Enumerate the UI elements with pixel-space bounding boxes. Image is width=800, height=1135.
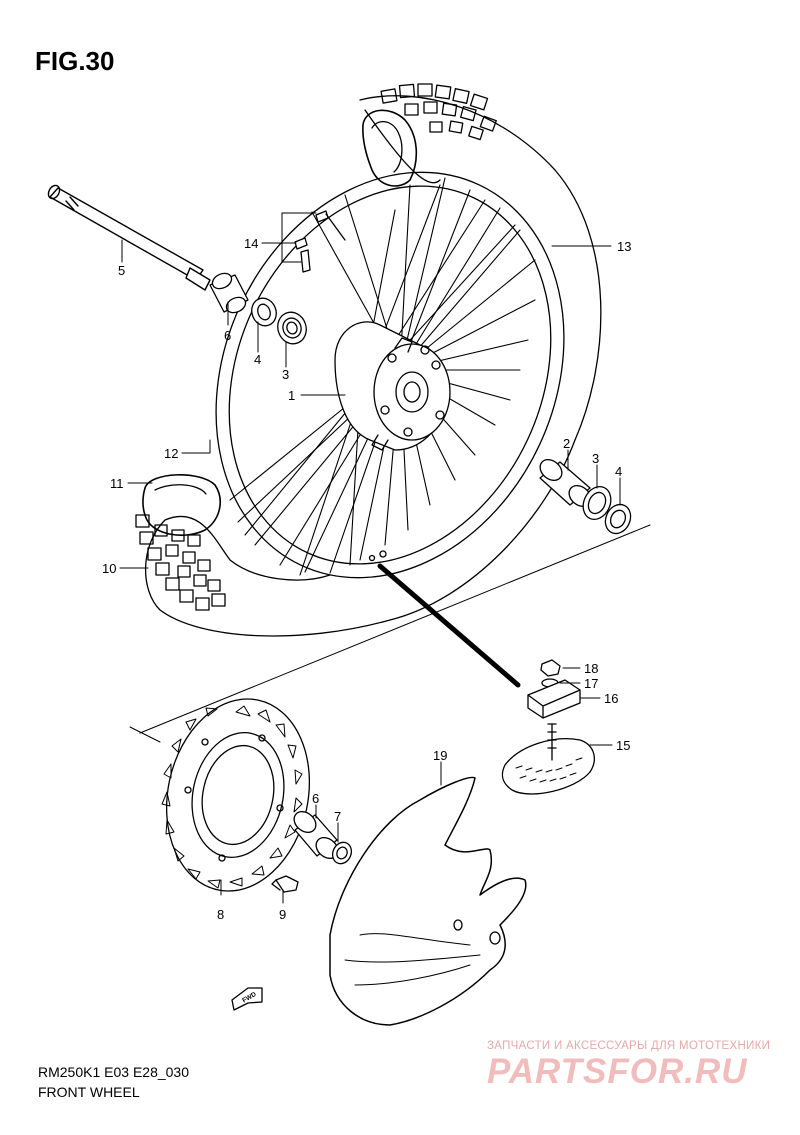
watermark-tagline: ЗАПЧАСТИ И АКСЕССУАРЫ ДЛЯ МОТОТЕХНИКИ: [487, 1040, 771, 1052]
callout-spacer-lower: 6: [312, 791, 319, 806]
wheel-assembly: [135, 83, 602, 637]
oil-seal-upper: [251, 297, 277, 327]
oil-seal-right: [604, 503, 632, 535]
callout-hub: 1: [288, 388, 295, 403]
bearing-right: [582, 485, 612, 521]
callout-rim-lock-pad: 15: [616, 738, 630, 753]
disc-bolt: [271, 875, 299, 893]
figure-caption: FRONT WHEEL: [38, 1084, 140, 1100]
axle: [47, 184, 211, 291]
bearing-lower: [331, 841, 353, 865]
rim-lock-block: [527, 679, 581, 719]
callout-tire: 13: [617, 239, 631, 254]
watermark-logo: PARTSFOR.RU: [487, 1052, 748, 1091]
spoke-nipples: [294, 210, 346, 273]
disc-cover: [329, 776, 527, 1026]
bearing-upper: [277, 311, 307, 345]
callout-rim-lock: 16: [604, 691, 618, 706]
hub: [334, 321, 451, 451]
callout-spacer-right: 2: [563, 436, 570, 451]
callout-tire-lower: 10: [102, 561, 116, 576]
leader-lines: [119, 212, 621, 904]
model-code: RM250K1 E03 E28_030: [38, 1064, 189, 1080]
plane-line: [129, 524, 651, 743]
callout-axle: 5: [118, 263, 125, 278]
callout-nut: 18: [584, 661, 598, 676]
spacer-right: [539, 459, 592, 507]
callout-oil-seal-upper: 4: [254, 352, 261, 367]
spacer-upper: [209, 272, 249, 314]
callout-disc-bolt: 9: [279, 907, 286, 922]
callout-bearing-right: 3: [592, 451, 599, 466]
fwd-arrow-icon: [231, 987, 263, 1011]
rim-lock-pad: [501, 723, 595, 795]
tread-knobs-bottom: [135, 514, 226, 611]
brake-disc: [161, 698, 311, 892]
tread-knobs-top: [380, 83, 497, 141]
tire-section-bottom: [142, 474, 221, 536]
callout-tube: 11: [110, 476, 124, 491]
figure-title: FIG.30: [35, 46, 115, 76]
callout-spacer-upper: 6: [224, 328, 231, 343]
tire-section-top: [362, 109, 418, 187]
callout-tube-band: 12: [164, 446, 178, 461]
callout-labels: 5 6 4 3 14 1 13 12 11 10 2 3 4 18 17 16 …: [102, 236, 631, 1004]
callout-bearing-upper: 3: [282, 367, 289, 382]
callout-washer: 17: [584, 676, 598, 691]
callout-spoke-nipples: 14: [244, 236, 258, 251]
rim-lock-nut: [540, 659, 561, 677]
tire-outline: [144, 95, 602, 637]
callout-bearing-lower: 7: [334, 809, 341, 824]
callout-oil-seal-right: 4: [615, 464, 622, 479]
callout-brake-disc: 8: [217, 907, 224, 922]
callout-disc-cover: 19: [433, 748, 447, 763]
